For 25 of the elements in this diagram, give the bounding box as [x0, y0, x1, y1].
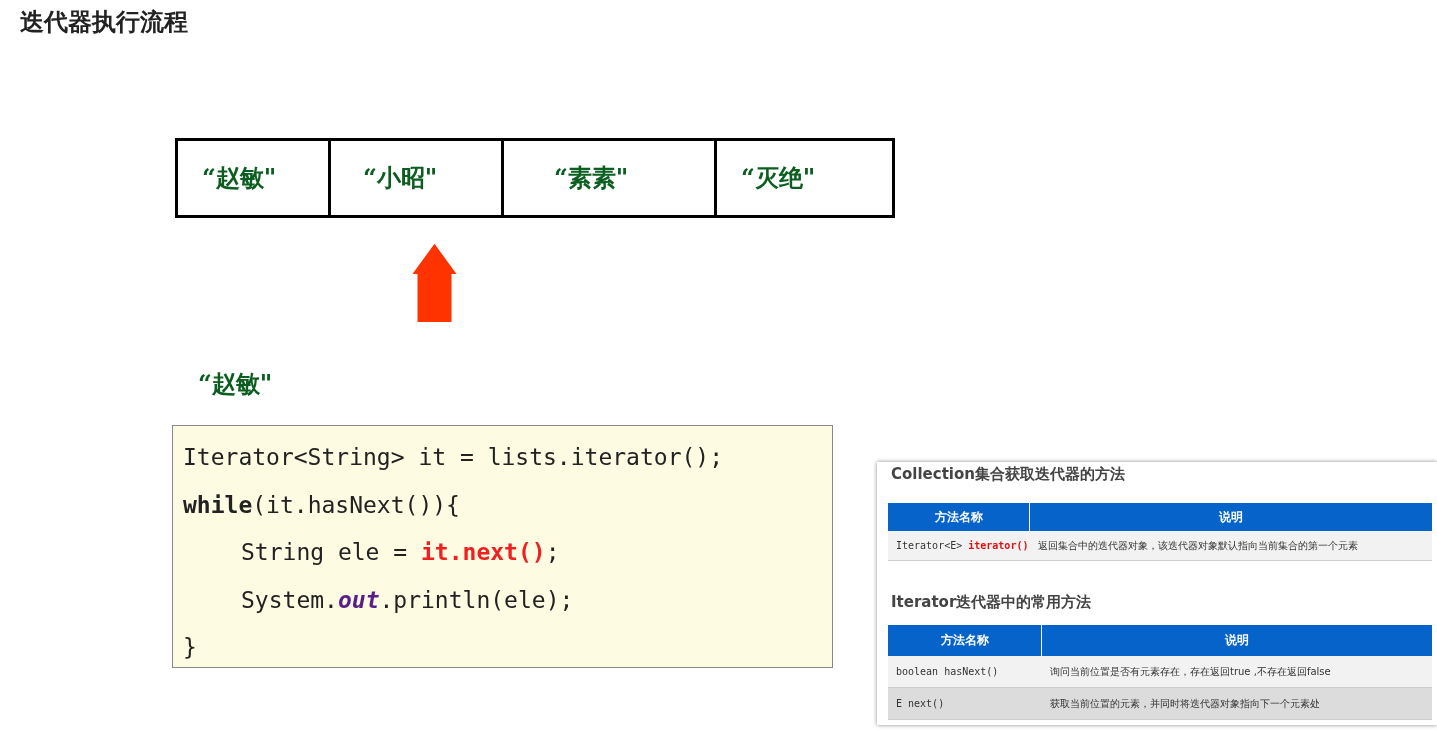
table-cell: E next(): [888, 688, 1042, 720]
table-cell: 询问当前位置是否有元素存在，存在返回true ,不存在返回false: [1042, 656, 1432, 688]
table-cell: Iterator<E> iterator(): [888, 531, 1030, 561]
code-line: while(it.hasNext()){: [183, 491, 460, 518]
code-line: System.out.println(ele);: [241, 586, 574, 613]
quoted-text: “赵敏": [198, 368, 273, 400]
code-line: Iterator<String> it = lists.iterator();: [183, 444, 724, 470]
array-cell: “素素": [501, 138, 714, 218]
table-heading: Iterator迭代器中的常用方法: [891, 593, 1092, 612]
code-line: }: [183, 634, 197, 660]
table-heading: Collection集合获取迭代器的方法: [891, 465, 1125, 484]
table-cell: 返回集合中的迭代器对象，该迭代器对象默认指向当前集合的第一个元素: [1030, 531, 1432, 561]
code-line: String ele = it.next();: [241, 539, 560, 565]
table-cell: boolean hasNext(): [888, 656, 1042, 688]
arrow: [412, 243, 457, 322]
header-cell: 方法名称: [888, 503, 1029, 531]
array-cell: “赵敏": [175, 138, 328, 218]
title: 迭代器执行流程: [20, 7, 188, 38]
header-cell: 方法名称: [888, 625, 1041, 656]
array-cell: “灭绝": [714, 138, 895, 218]
code-box: [172, 425, 833, 668]
header-cell: 说明: [1042, 625, 1432, 656]
array-cell: “小昭": [328, 138, 501, 218]
table-cell: 获取当前位置的元素，并同时将迭代器对象指向下一个元素处: [1042, 688, 1432, 720]
header-cell: 说明: [1030, 503, 1432, 531]
